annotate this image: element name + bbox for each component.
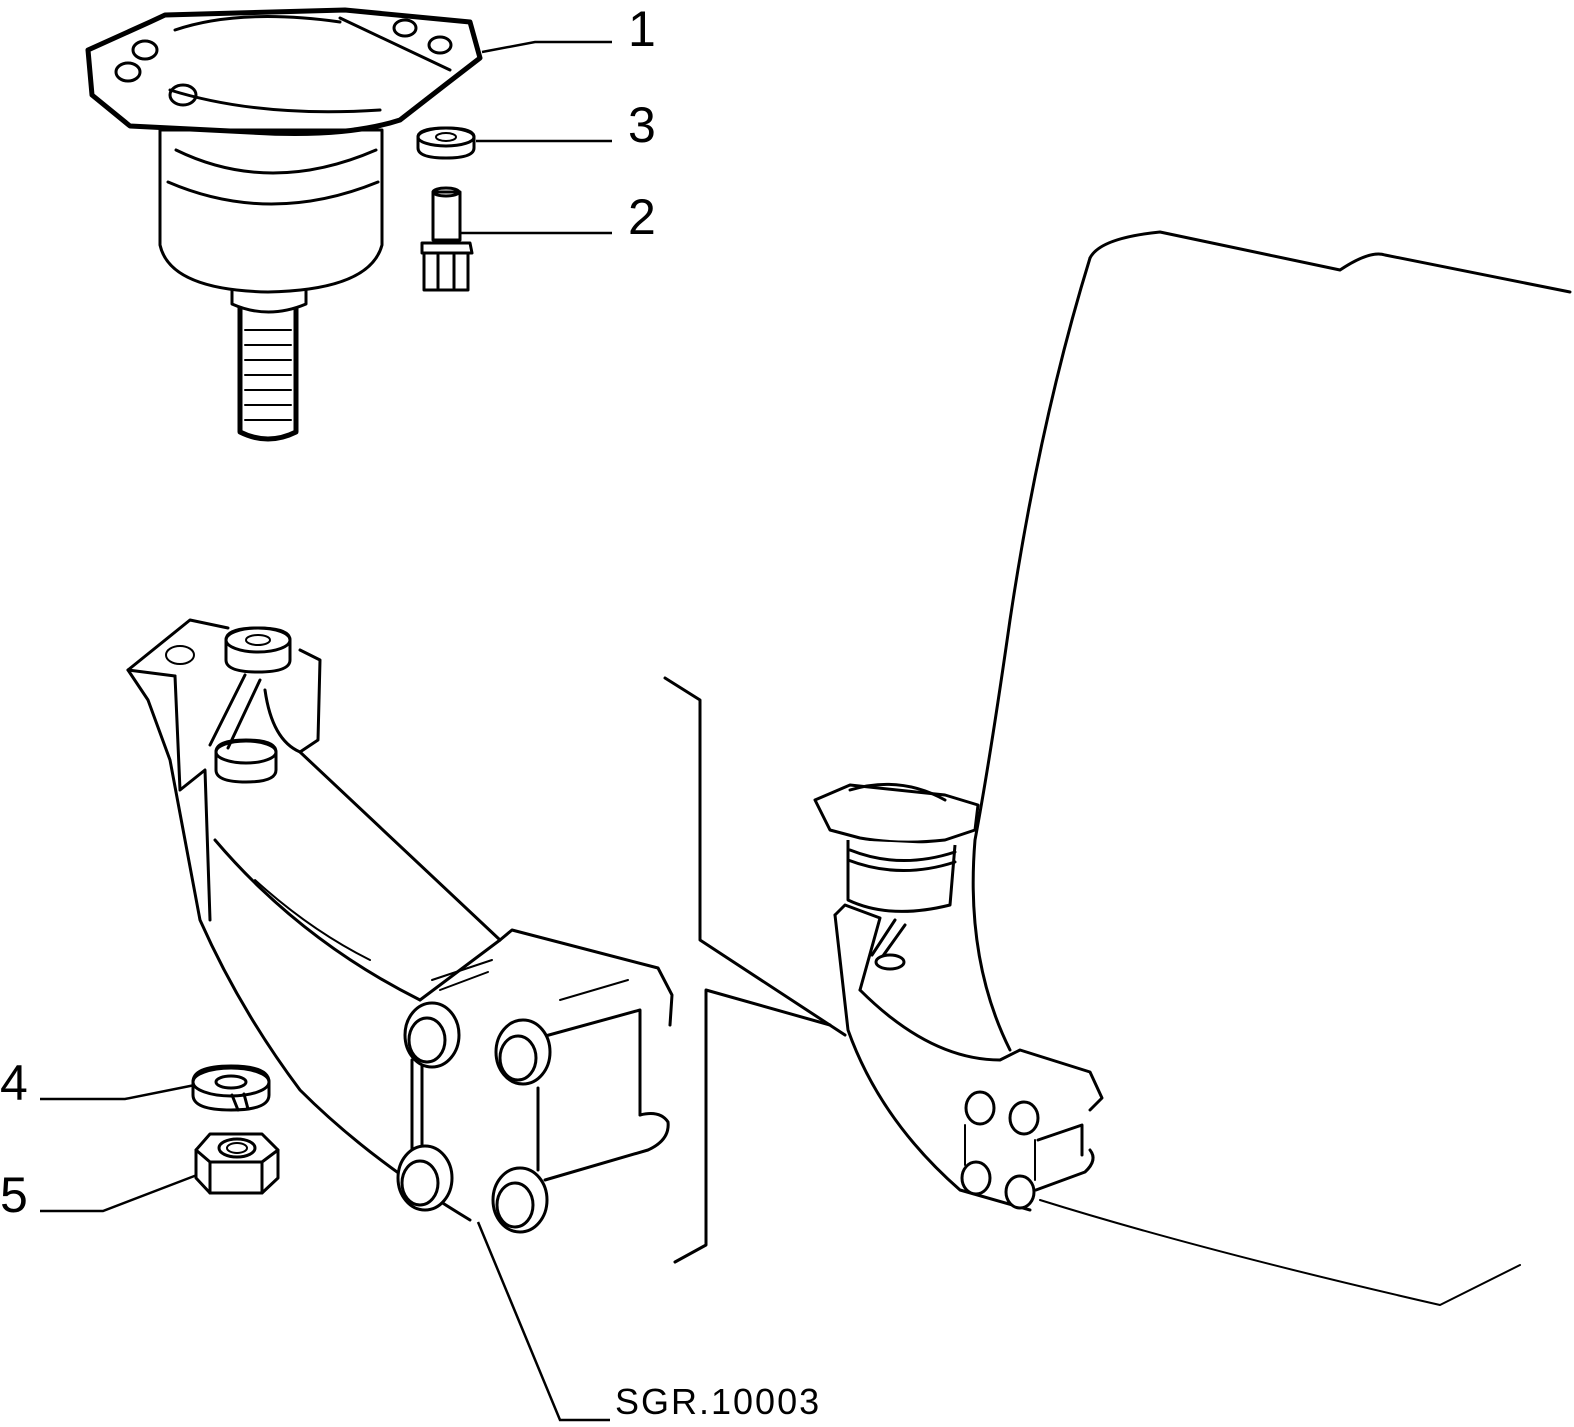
nut-part-5 <box>194 1132 280 1195</box>
leader-lines <box>40 40 612 1422</box>
callout-3: 3 <box>628 97 656 153</box>
bolt-part-2 <box>420 186 474 292</box>
callout-4: 4 <box>0 1055 28 1111</box>
callout-1: 1 <box>628 1 656 57</box>
vehicle-body-outline <box>971 230 1572 1306</box>
ball-joint-part-1 <box>85 7 483 442</box>
washer-part-3 <box>416 126 476 160</box>
lock-washer-part-4 <box>191 1064 271 1112</box>
callout-5: 5 <box>0 1167 28 1223</box>
crossmember-subframe <box>126 618 674 1234</box>
detail-bracket <box>663 676 847 1264</box>
drawing-reference: SGR.10003 <box>615 1381 821 1422</box>
installed-assembly-view <box>813 782 1104 1212</box>
callout-2: 2 <box>628 189 656 245</box>
